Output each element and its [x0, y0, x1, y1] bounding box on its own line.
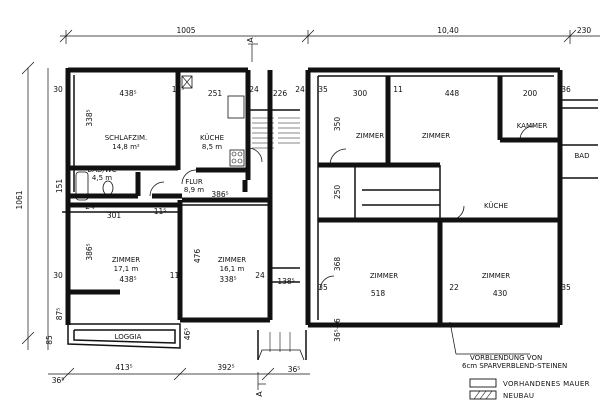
stove-icon: [229, 149, 245, 167]
dim-518: 518: [371, 289, 386, 298]
dim-115-c: 11⁵: [170, 271, 183, 280]
dim-24-a: 24: [249, 85, 259, 94]
wc-icon: [102, 180, 114, 196]
room-zimmer-r1-name: ZIMMER: [356, 132, 384, 140]
room-bad-right-name: BAD: [575, 152, 590, 160]
dim-448: 448: [445, 89, 460, 98]
dim-24-b: 24: [295, 85, 305, 94]
dim-350-v: 350: [333, 117, 342, 132]
room-flur-name: FLUR: [185, 178, 203, 186]
dim-11-a: 11: [393, 85, 403, 94]
room-kueche-left-area: 8,5 m: [202, 143, 222, 151]
fixtures: [75, 75, 245, 201]
legend-new-label: NEUBAU: [503, 392, 534, 400]
dim-438-top: 438⁵: [119, 89, 136, 98]
room-schlafzimmer-name: SCHLAFZIM.: [105, 134, 148, 142]
room-zimmer-mid-area: 16,1 m: [220, 265, 245, 273]
left-dimension-line: 1061: [15, 61, 49, 350]
dim-465: 46⁵: [183, 328, 192, 341]
dim-24-c: 24: [85, 202, 95, 211]
dim-250-v: 250: [333, 185, 342, 200]
legend-swatch-existing: [469, 378, 497, 388]
section-a-top: A: [246, 37, 255, 43]
dim-875: 87⁵: [55, 308, 64, 321]
outer-walls-right: [305, 67, 563, 328]
room-bad-wc-area: 4,5 m: [92, 174, 112, 182]
annotation-line-2: 6cm SPARVERBLEND-STEINEN: [462, 362, 567, 370]
room-schlafzimmer-area: 14,8 m²: [112, 143, 140, 151]
dim-35-b: 35: [318, 283, 328, 292]
sink-icon: [227, 95, 245, 119]
dim-right-edge: 230: [577, 26, 592, 35]
dim-338-mid: 338⁵: [219, 275, 236, 284]
dim-24-d: 24: [255, 271, 265, 280]
dim-413: 413⁵: [115, 363, 132, 372]
interior-walls-right: [318, 76, 560, 325]
room-flur-area: 8,9 m: [184, 186, 204, 194]
room-zimmer-left-area: 17,1 m: [114, 265, 139, 273]
room-loggia-name: LOGGIA: [115, 333, 142, 341]
dim-386-v: 386⁵: [85, 243, 94, 260]
dim-338-v: 338⁵: [85, 109, 94, 126]
dim-35-c: 35: [561, 283, 571, 292]
section-a-bottom: A: [255, 391, 264, 397]
dim-total-right: 10,40: [437, 26, 459, 35]
dim-30-top: 30: [53, 85, 63, 94]
dim-386-flur: 386⁵: [211, 190, 228, 199]
dim-35-a: 35: [318, 85, 328, 94]
legend: VORHANDENES MAUER NEUBAU: [469, 378, 590, 400]
dim-151: 151: [55, 179, 64, 194]
dim-300: 300: [353, 89, 368, 98]
stair-treads: [252, 117, 300, 149]
dim-392: 392⁵: [217, 363, 234, 372]
dim-115-a: 11⁵: [172, 85, 185, 94]
room-kueche-right-name: KÜCHE: [484, 201, 508, 210]
dim-368-v: 368: [333, 257, 342, 272]
staircase: [250, 70, 307, 361]
dim-476-v: 476: [193, 249, 202, 264]
room-zimmer-r3-name: ZIMMER: [370, 272, 398, 280]
bad-extension: [560, 99, 598, 179]
dim-36-a: 36: [561, 85, 571, 94]
dim-430: 430: [493, 289, 508, 298]
room-labels: SCHLAFZIM. 14,8 m² KÜCHE 8,5 m BAD/WC 4,…: [87, 122, 589, 341]
room-bad-wc-name: BAD/WC: [87, 166, 116, 174]
bottom-dimension-line: [48, 367, 310, 381]
dim-138: 138⁵: [277, 277, 294, 286]
legend-existing-label: VORHANDENES MAUER: [503, 380, 590, 388]
room-zimmer-mid-name: ZIMMER: [218, 256, 246, 264]
dim-22: 22: [449, 283, 459, 292]
room-zimmer-left-name: ZIMMER: [112, 256, 140, 264]
dim-251: 251: [208, 89, 223, 98]
room-zimmer-r4-name: ZIMMER: [482, 272, 510, 280]
room-zimmer-r2-name: ZIMMER: [422, 132, 450, 140]
chimney-icon: [181, 75, 193, 89]
bathtub-icon: [75, 171, 89, 201]
dim-365b: 36⁵+6: [333, 318, 342, 342]
outer-walls-left: [65, 67, 273, 325]
dim-226: 226: [273, 89, 288, 98]
dim-115-b: 11⁵: [154, 207, 167, 216]
dim-365-c: 36⁵: [288, 365, 301, 374]
dim-total-left: 1005: [176, 26, 195, 35]
dim-438-mid: 438⁵: [119, 275, 136, 284]
room-kammer-name: KAMMER: [517, 122, 548, 130]
dim-30-mid: 30: [53, 271, 63, 280]
top-dimension-line: 1005 10,40 230: [59, 26, 600, 44]
dim-301: 301: [107, 211, 122, 220]
dim-left-height: 1061: [15, 190, 24, 209]
dimension-labels: 30 438⁵ 11⁵ 251 24 226 24 35 300 11 448 …: [45, 85, 571, 385]
loggia-outline: [67, 323, 181, 349]
room-kueche-left-name: KÜCHE: [200, 133, 224, 142]
dim-200: 200: [523, 89, 538, 98]
door-swings: [149, 125, 535, 291]
section-markers: A A: [246, 37, 266, 397]
vorblendung-annotation: VORBLENDUNG VON 6cm SPARVERBLEND-STEINEN: [449, 321, 567, 370]
annotation-line-1: VORBLENDUNG VON: [470, 354, 542, 362]
dim-85: 85: [45, 335, 54, 345]
interior-walls-left: [62, 70, 270, 213]
legend-swatch-new: [469, 390, 497, 400]
dim-365-a: 36⁵: [52, 376, 65, 385]
